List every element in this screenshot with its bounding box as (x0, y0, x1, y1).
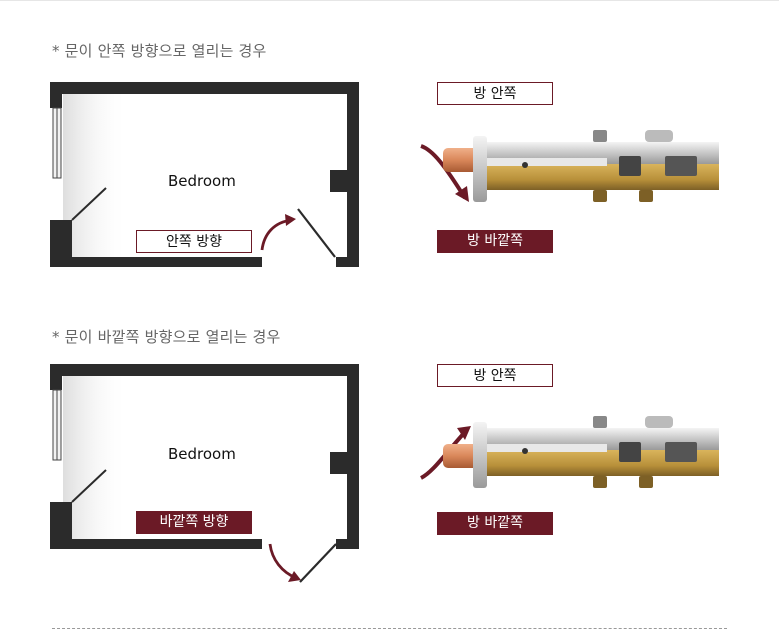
floorplan-inward: Bedroom 안쪽 방향 (48, 82, 363, 271)
section-title-outward: * 문이 바깥쪽 방향으로 열리는 경우 (52, 328, 281, 346)
inside-label: 방 안쪽 (437, 364, 553, 387)
top-divider (0, 0, 779, 1)
section-title-inward: * 문이 안쪽 방향으로 열리는 경우 (52, 42, 267, 60)
room-label: Bedroom (168, 172, 236, 190)
outside-label: 방 바깥쪽 (437, 230, 553, 253)
outside-label: 방 바깥쪽 (437, 512, 553, 535)
direction-label-outward: 바깥쪽 방향 (136, 511, 252, 534)
swing-arrow-icon (266, 542, 306, 588)
floorplan-outward: Bedroom 바깥쪽 방향 (48, 364, 363, 588)
room-label: Bedroom (168, 445, 236, 463)
door-lock-icon (413, 128, 719, 208)
inside-label: 방 안쪽 (437, 82, 553, 105)
door-lock-icon (413, 414, 719, 494)
direction-label-inward: 안쪽 방향 (136, 230, 252, 253)
swing-arrow-icon (258, 214, 300, 258)
bottom-divider (52, 628, 727, 629)
